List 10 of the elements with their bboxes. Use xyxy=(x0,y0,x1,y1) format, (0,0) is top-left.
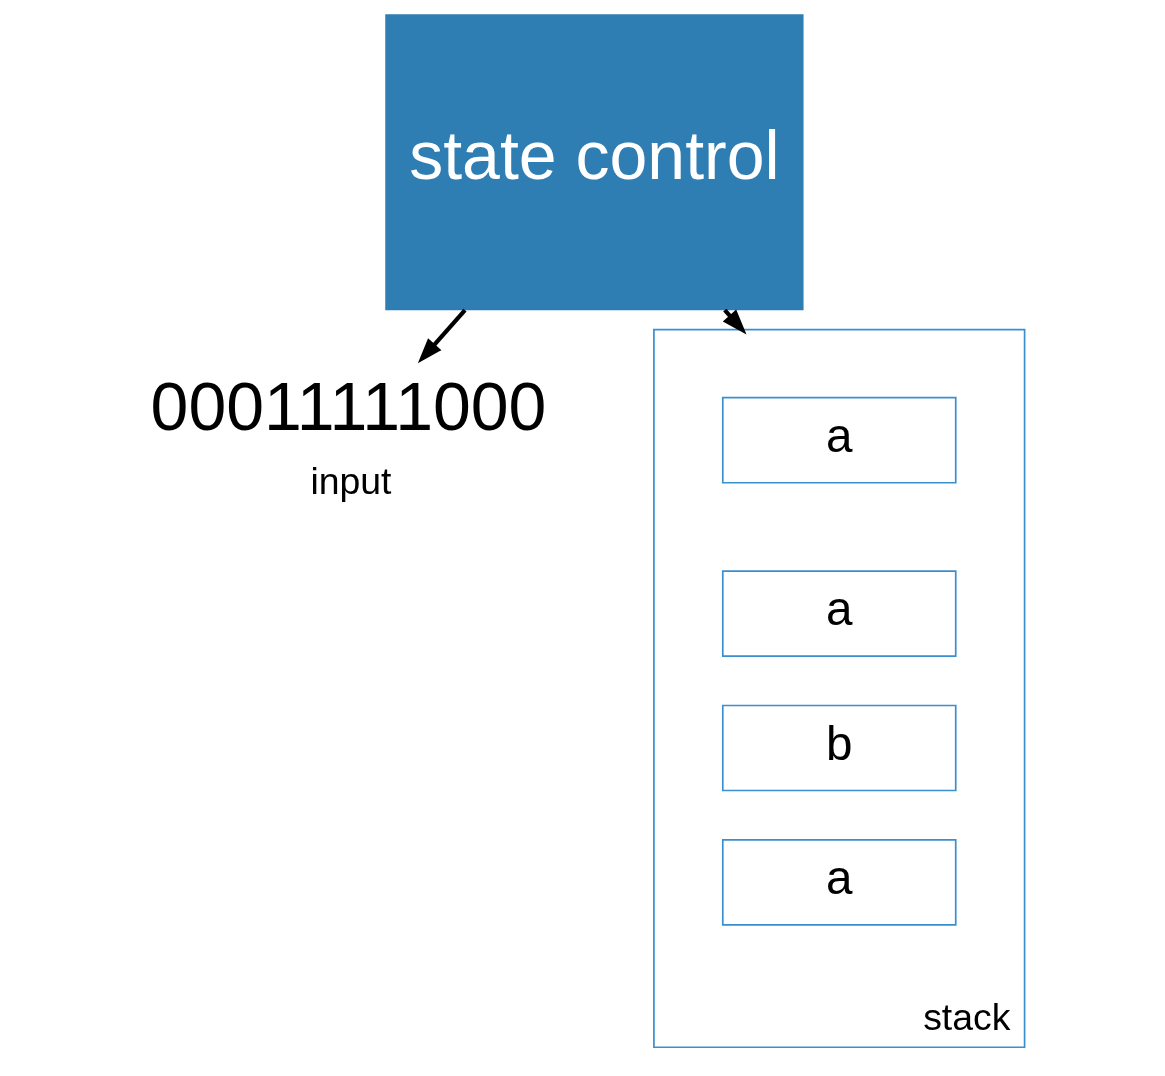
node-text: 00011111000 xyxy=(150,368,547,445)
node-box: a xyxy=(721,396,957,484)
node-box: b xyxy=(721,704,957,792)
node-box: a xyxy=(721,570,957,658)
node-label: input xyxy=(310,459,392,502)
arrow xyxy=(417,308,467,364)
cluster xyxy=(653,328,1026,1049)
node-box: a xyxy=(721,838,957,926)
node-box: state control xyxy=(385,14,804,311)
node-label: stack xyxy=(923,995,1011,1038)
